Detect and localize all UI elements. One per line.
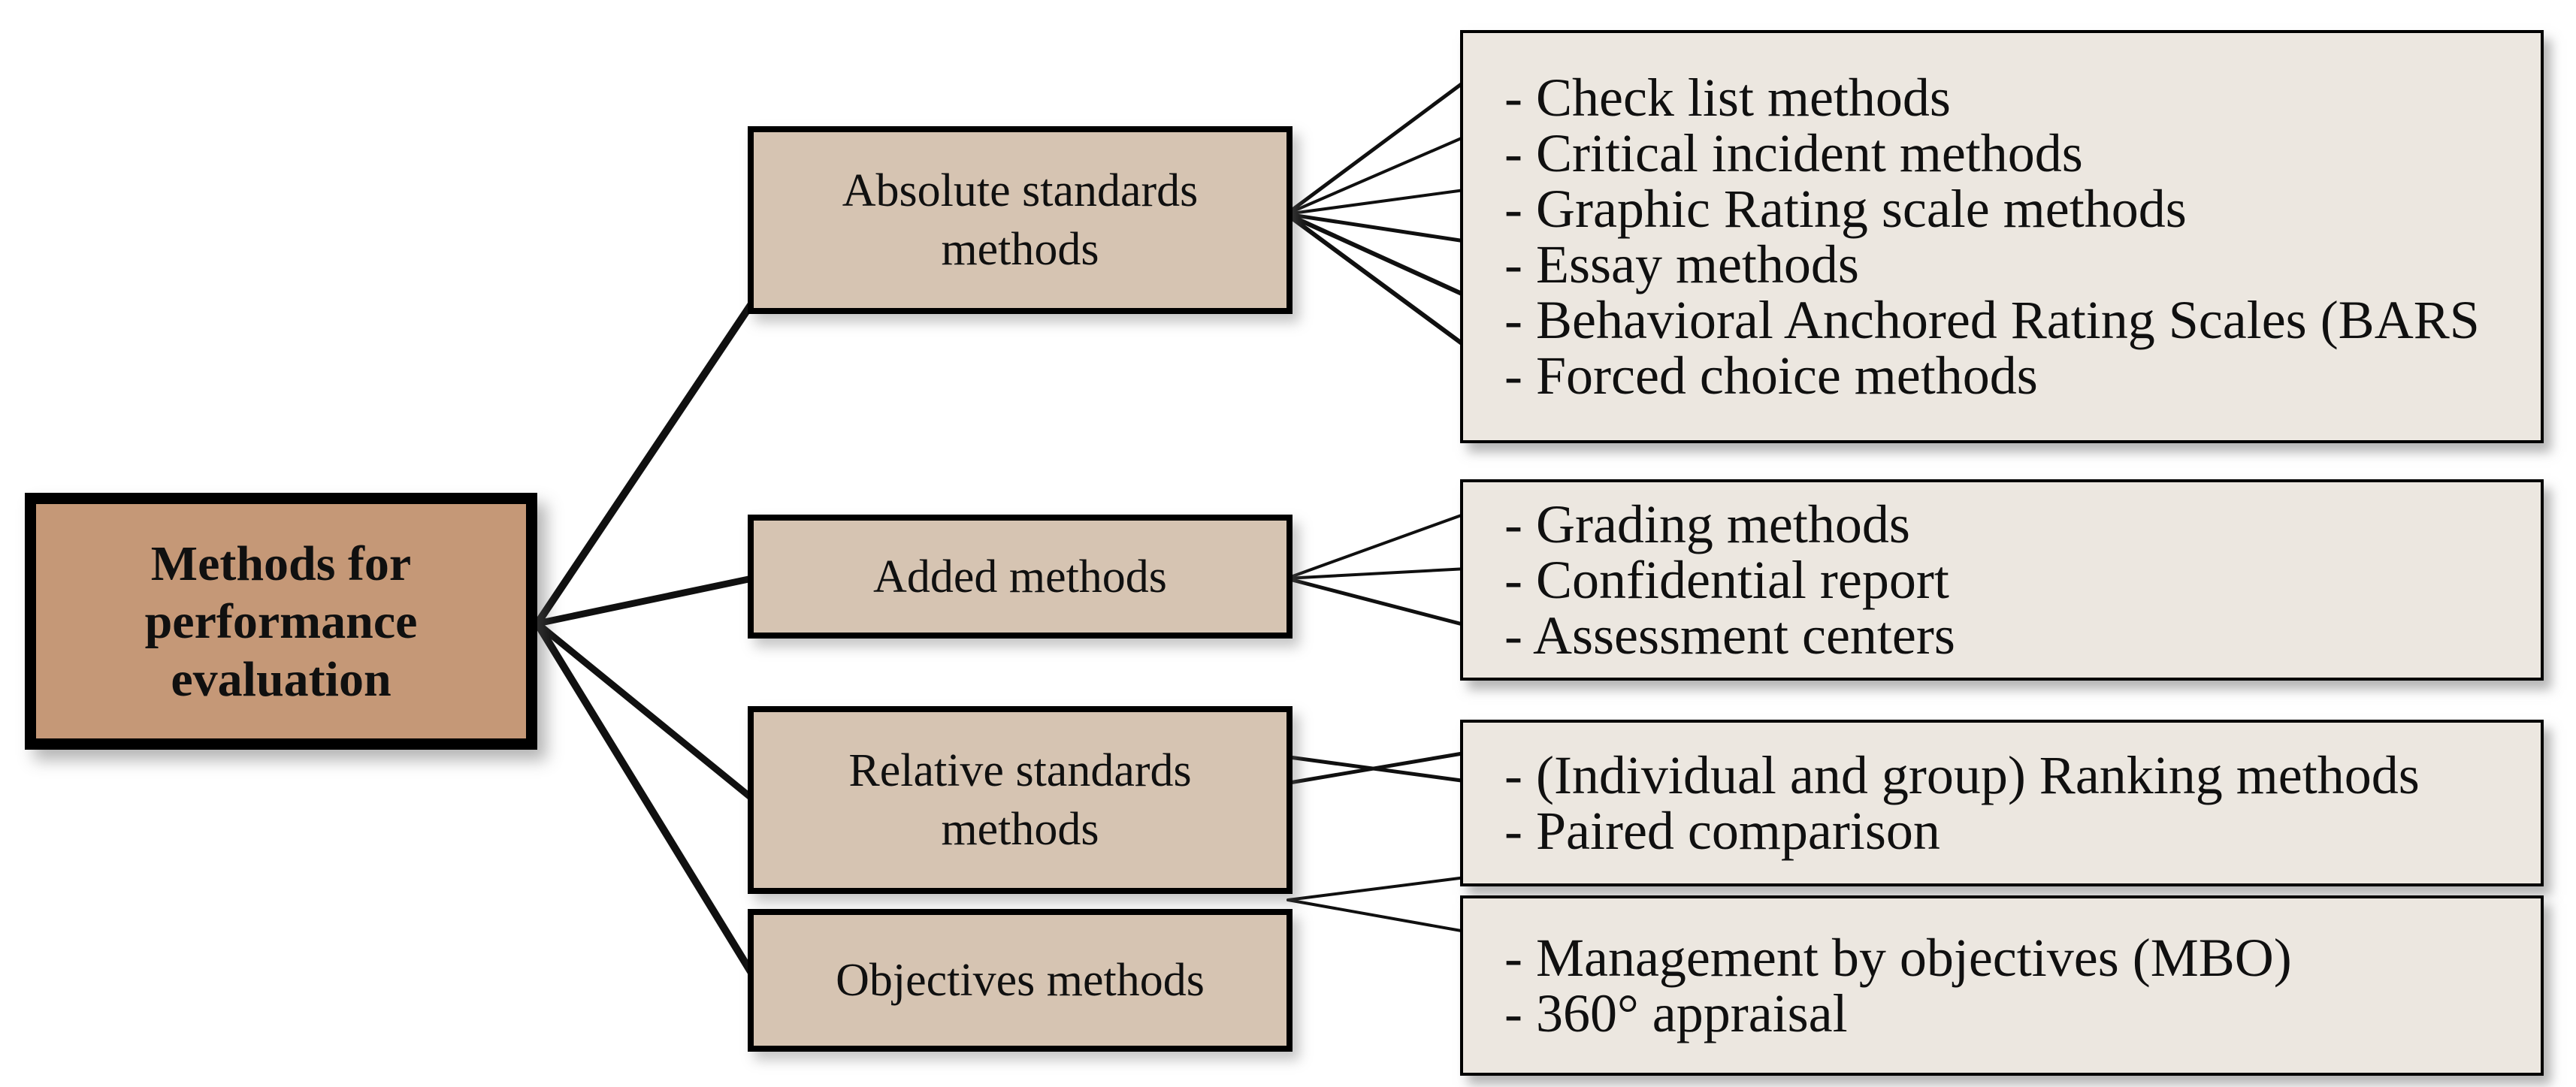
list-item: - Essay methods bbox=[1504, 234, 1859, 294]
branch-node-label: Absolute standards methods bbox=[842, 165, 1199, 275]
leaf-list-added-methods: - Grading methods - Confidential report … bbox=[1460, 479, 2544, 681]
list-item: - Behavioral Anchored Rating Scales (BAR… bbox=[1504, 290, 2480, 350]
list-item: - Assessment centers bbox=[1504, 605, 1955, 666]
branch-node-absolute-standards: Absolute standards methods bbox=[748, 126, 1293, 314]
list-item: - 360° appraisal bbox=[1504, 983, 1848, 1043]
connector-branch-3-item-0 bbox=[1286, 876, 1467, 901]
connector-branch-1-item-1 bbox=[1285, 567, 1468, 580]
list-item: - Management by objectives (MBO) bbox=[1504, 928, 2292, 988]
leaf-list-absolute-standards: - Check list methods - Critical incident… bbox=[1460, 30, 2544, 443]
connector-branch-3-item-1 bbox=[1286, 898, 1467, 933]
leaf-list-relative-standards: - (Individual and group) Ranking methods… bbox=[1460, 720, 2544, 886]
connector-branch-0-item-0 bbox=[1284, 74, 1474, 216]
list-item: - Grading methods bbox=[1504, 494, 1910, 554]
connector-branch-0-item-4 bbox=[1284, 212, 1471, 299]
list-item: - Check list methods bbox=[1504, 68, 1951, 128]
connector-branch-0-item-1 bbox=[1285, 134, 1470, 216]
connector-branch-2-item-1 bbox=[1287, 750, 1469, 785]
list-item: - Graphic Rating scale methods bbox=[1504, 179, 2187, 239]
list-item: - Paired comparison bbox=[1504, 801, 1940, 861]
branch-node-label: Added methods bbox=[873, 551, 1167, 602]
list-item: - Critical incident methods bbox=[1504, 123, 2083, 183]
leaf-list-objectives-methods: - Management by objectives (MBO) - 360° … bbox=[1460, 895, 2544, 1076]
connector-branch-0-item-3 bbox=[1284, 212, 1472, 244]
connector-branch-0-item-5 bbox=[1284, 212, 1472, 352]
connector-root-to-branch-2 bbox=[534, 620, 756, 802]
branch-node-label: Objectives methods bbox=[836, 955, 1205, 1006]
connector-branch-1-item-2 bbox=[1284, 576, 1468, 627]
list-item: - Confidential report bbox=[1504, 550, 1949, 610]
connector-branch-0-item-2 bbox=[1285, 188, 1471, 216]
branch-node-label: Relative standards methods bbox=[848, 745, 1192, 855]
connector-branch-1-item-0 bbox=[1285, 512, 1467, 580]
branch-node-added-methods: Added methods bbox=[748, 515, 1293, 639]
root-node: Methods for performance evaluation bbox=[25, 493, 537, 750]
connector-root-to-branch-1 bbox=[534, 575, 756, 627]
branch-node-objectives-methods: Objectives methods bbox=[748, 909, 1293, 1052]
connector-root-to-branch-0 bbox=[534, 297, 757, 627]
connector-root-to-branch-3 bbox=[534, 620, 757, 980]
root-node-label: Methods for performance evaluation bbox=[144, 536, 418, 707]
list-item: - Forced choice methods bbox=[1504, 346, 2038, 406]
branch-node-relative-standards: Relative standards methods bbox=[748, 706, 1293, 894]
list-item: - (Individual and group) Ranking methods bbox=[1504, 745, 2420, 805]
